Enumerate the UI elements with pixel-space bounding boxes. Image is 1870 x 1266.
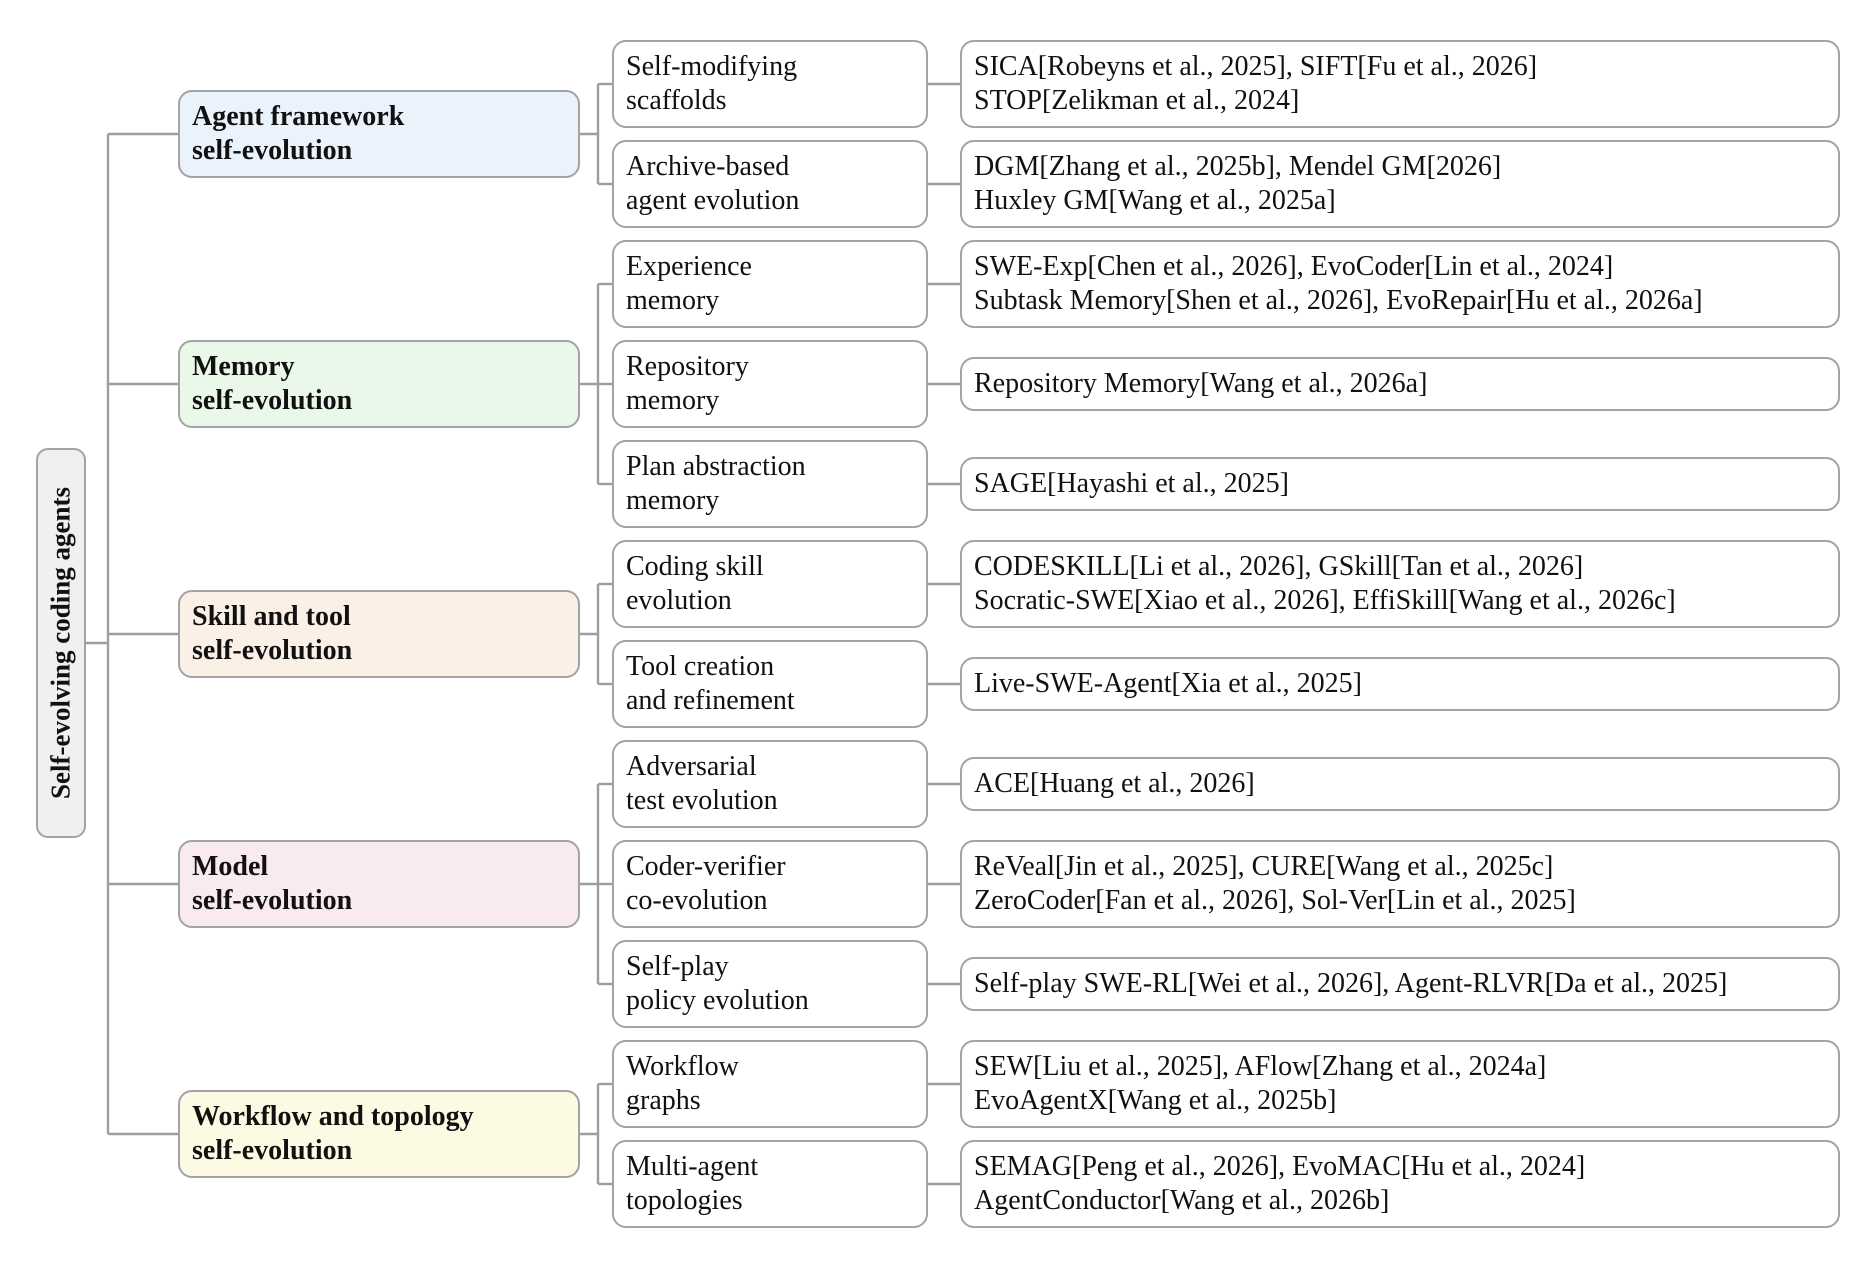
category-label-line1: Memory — [192, 351, 295, 382]
references-self-play-policy-evolution: Self-play SWE-RL[Wei et al., 2026], Agen… — [960, 957, 1840, 1011]
reference-line: CODESKILL[Li et al., 2026], GSkill[Tan e… — [974, 551, 1584, 582]
references-tool-creation-and-refinement: Live-SWE-Agent[Xia et al., 2025] — [960, 657, 1840, 711]
reference-line: ZeroCoder[Fan et al., 2026], Sol-Ver[Lin… — [974, 885, 1576, 916]
subcategory-coder-verifier-co-evolution: Coder-verifier co-evolution — [612, 840, 928, 928]
subcategory-label-line1: Plan abstraction — [626, 451, 806, 482]
reference-line: AgentConductor[Wang et al., 2026b] — [974, 1185, 1390, 1216]
subcategory-multi-agent-topologies: Multi-agent topologies — [612, 1140, 928, 1228]
subcategory-label-line2: policy evolution — [626, 985, 809, 1016]
reference-line: SWE-Exp[Chen et al., 2026], EvoCoder[Lin… — [974, 251, 1614, 282]
reference-line: Subtask Memory[Shen et al., 2026], EvoRe… — [974, 285, 1703, 316]
references-coder-verifier-co-evolution: ReVeal[Jin et al., 2025], CURE[Wang et a… — [960, 840, 1840, 928]
category-label-line2: self-evolution — [192, 1135, 353, 1166]
category-memory: Memory self-evolution — [178, 340, 580, 428]
reference-line: SICA[Robeyns et al., 2025], SIFT[Fu et a… — [974, 51, 1538, 82]
subcategory-archive-based-agent-evolution: Archive-based agent evolution — [612, 140, 928, 228]
subcategory-label-line2: memory — [626, 485, 720, 516]
references-multi-agent-topologies: SEMAG[Peng et al., 2026], EvoMAC[Hu et a… — [960, 1140, 1840, 1228]
subcategory-label-line2: scaffolds — [626, 85, 727, 116]
subcategory-label-line2: graphs — [626, 1085, 701, 1116]
references-workflow-graphs: SEW[Liu et al., 2025], AFlow[Zhang et al… — [960, 1040, 1840, 1128]
root-label: Self-evolving coding agents — [45, 486, 76, 800]
reference-line: ACE[Huang et al., 2026] — [974, 768, 1255, 799]
reference-line: Repository Memory[Wang et al., 2026a] — [974, 368, 1428, 399]
root-node: Self-evolving coding agents — [36, 448, 86, 838]
subcategory-label-line2: agent evolution — [626, 185, 800, 216]
references-coding-skill-evolution: CODESKILL[Li et al., 2026], GSkill[Tan e… — [960, 540, 1840, 628]
subcategory-label-line1: Multi-agent — [626, 1151, 759, 1182]
reference-line: EvoAgentX[Wang et al., 2025b] — [974, 1085, 1337, 1116]
reference-line: SAGE[Hayashi et al., 2025] — [974, 468, 1289, 499]
references-experience-memory: SWE-Exp[Chen et al., 2026], EvoCoder[Lin… — [960, 240, 1840, 328]
category-label-line1: Model — [192, 851, 269, 882]
category-label-line2: self-evolution — [192, 635, 353, 666]
subcategory-label-line1: Tool creation — [626, 651, 775, 682]
subcategory-label-line2: memory — [626, 385, 720, 416]
reference-line: SEMAG[Peng et al., 2026], EvoMAC[Hu et a… — [974, 1151, 1586, 1182]
subcategory-label-line2: and refinement — [626, 685, 795, 716]
subcategory-repository-memory: Repository memory — [612, 340, 928, 428]
subcategory-self-play-policy-evolution: Self-play policy evolution — [612, 940, 928, 1028]
subcategory-label-line1: Coder-verifier — [626, 851, 786, 882]
subcategory-workflow-graphs: Workflow graphs — [612, 1040, 928, 1128]
subcategory-label-line1: Archive-based — [626, 151, 790, 182]
category-agent-framework: Agent framework self-evolution — [178, 90, 580, 178]
references-archive-based-agent-evolution: DGM[Zhang et al., 2025b], Mendel GM[2026… — [960, 140, 1840, 228]
category-label-line2: self-evolution — [192, 135, 353, 166]
references-repository-memory: Repository Memory[Wang et al., 2026a] — [960, 357, 1840, 411]
subcategory-label-line2: memory — [626, 285, 720, 316]
category-label-line1: Workflow and topology — [192, 1101, 474, 1132]
category-label-line1: Agent framework — [192, 101, 405, 132]
category-label-line2: self-evolution — [192, 385, 353, 416]
references-adversarial-test-evolution: ACE[Huang et al., 2026] — [960, 757, 1840, 811]
reference-line: Huxley GM[Wang et al., 2025a] — [974, 185, 1336, 216]
subcategory-self-modifying-scaffolds: Self-modifying scaffolds — [612, 40, 928, 128]
subcategory-label-line2: topologies — [626, 1185, 743, 1216]
category-model: Model self-evolution — [178, 840, 580, 928]
reference-line: STOP[Zelikman et al., 2024] — [974, 85, 1300, 116]
subcategory-tool-creation-and-refinement: Tool creation and refinement — [612, 640, 928, 728]
category-label-line1: Skill and tool — [192, 601, 351, 632]
subcategory-experience-memory: Experience memory — [612, 240, 928, 328]
subcategory-label-line2: test evolution — [626, 785, 778, 816]
subcategory-adversarial-test-evolution: Adversarial test evolution — [612, 740, 928, 828]
subcategory-label-line1: Self-play — [626, 951, 729, 982]
subcategory-plan-abstraction-memory: Plan abstraction memory — [612, 440, 928, 528]
references-self-modifying-scaffolds: SICA[Robeyns et al., 2025], SIFT[Fu et a… — [960, 40, 1840, 128]
reference-line: Live-SWE-Agent[Xia et al., 2025] — [974, 668, 1362, 699]
reference-line: DGM[Zhang et al., 2025b], Mendel GM[2026… — [974, 151, 1502, 182]
subcategory-label-line1: Repository — [626, 351, 749, 382]
subcategory-label-line1: Self-modifying — [626, 51, 798, 82]
subcategory-label-line2: evolution — [626, 585, 732, 616]
reference-line: SEW[Liu et al., 2025], AFlow[Zhang et al… — [974, 1051, 1547, 1082]
references-plan-abstraction-memory: SAGE[Hayashi et al., 2025] — [960, 457, 1840, 511]
subcategory-label-line1: Experience — [626, 251, 752, 282]
reference-line: ReVeal[Jin et al., 2025], CURE[Wang et a… — [974, 851, 1554, 882]
subcategory-label-line1: Adversarial — [626, 751, 757, 782]
subcategory-label-line1: Coding skill — [626, 551, 764, 582]
reference-line: Socratic-SWE[Xiao et al., 2026], EffiSki… — [974, 585, 1676, 616]
subcategory-label-line2: co-evolution — [626, 885, 768, 916]
subcategory-coding-skill-evolution: Coding skill evolution — [612, 540, 928, 628]
category-skill-and-tool: Skill and tool self-evolution — [178, 590, 580, 678]
category-label-line2: self-evolution — [192, 885, 353, 916]
subcategory-label-line1: Workflow — [626, 1051, 739, 1082]
category-workflow-and-topology: Workflow and topology self-evolution — [178, 1090, 580, 1178]
reference-line: Self-play SWE-RL[Wei et al., 2026], Agen… — [974, 968, 1728, 999]
